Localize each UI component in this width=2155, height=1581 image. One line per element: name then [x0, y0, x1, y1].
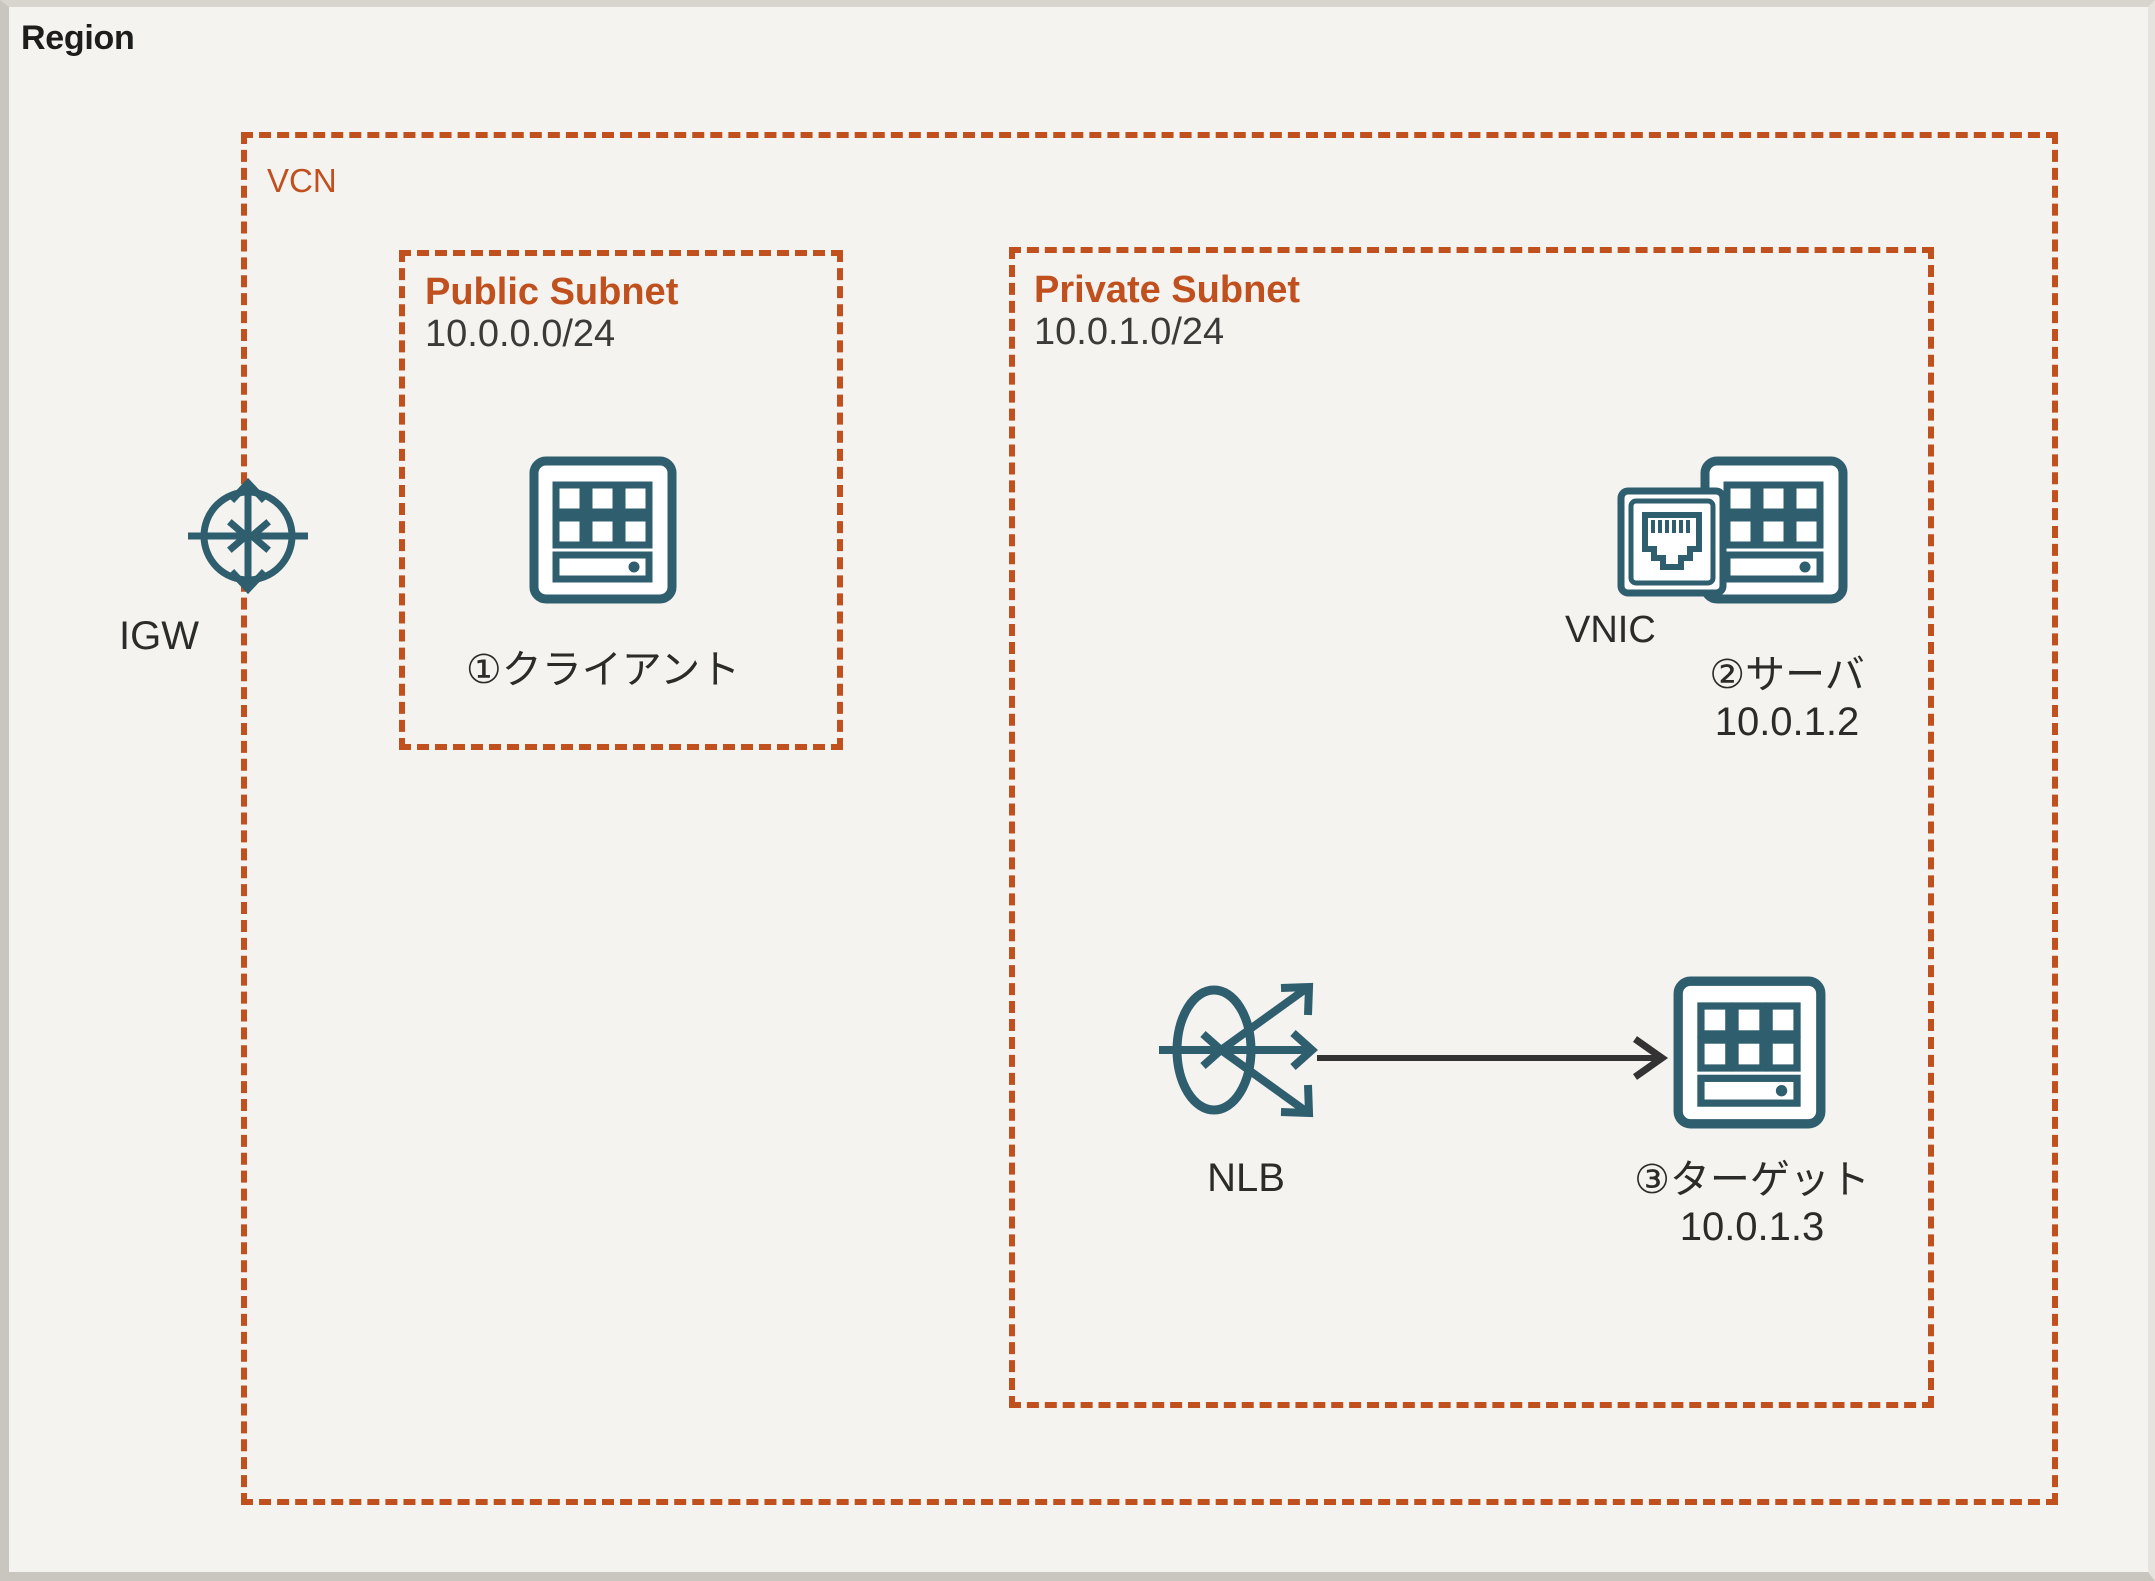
client-label: ①クライアント: [465, 648, 741, 692]
compute-instance-icon-client[interactable]: [528, 455, 678, 605]
server-label-group: ②サーバ 10.0.1.2: [1637, 652, 1937, 746]
region-title: Region: [21, 19, 135, 57]
server-label: ②サーバ: [1709, 653, 1865, 697]
compute-instance-icon-server[interactable]: [1699, 455, 1849, 605]
private-subnet-header: Private Subnet 10.0.1.0/24: [1034, 269, 1301, 354]
vnic-ethernet-port-icon[interactable]: [1617, 487, 1727, 597]
nlb-label: NLB: [1207, 1156, 1285, 1200]
igw-label: IGW: [119, 614, 199, 658]
vnic-label: VNIC: [1565, 609, 1656, 651]
server-ip: 10.0.1.2: [1714, 700, 1860, 745]
public-subnet-cidr: 10.0.0.0/24: [425, 313, 616, 356]
private-subnet-boundary: [1009, 247, 1934, 1408]
private-subnet-title: Private Subnet: [1034, 269, 1301, 311]
network-load-balancer-icon[interactable]: [1159, 962, 1334, 1137]
public-subnet-title: Public Subnet: [425, 271, 679, 313]
compute-instance-icon-target[interactable]: [1672, 975, 1827, 1130]
public-subnet-header: Public Subnet 10.0.0.0/24: [425, 271, 679, 356]
target-label-group: ③ターゲット 10.0.1.3: [1597, 1157, 1907, 1251]
vcn-boundary: [241, 132, 2058, 1505]
nlb-to-target-connector: [1317, 1027, 1677, 1089]
vcn-label: VCN: [267, 162, 337, 199]
internet-gateway-icon[interactable]: [184, 472, 312, 600]
public-subnet-boundary: [399, 250, 843, 750]
private-subnet-cidr: 10.0.1.0/24: [1034, 311, 1225, 354]
target-ip: 10.0.1.3: [1679, 1205, 1825, 1250]
target-label: ③ターゲット: [1634, 1158, 1870, 1202]
